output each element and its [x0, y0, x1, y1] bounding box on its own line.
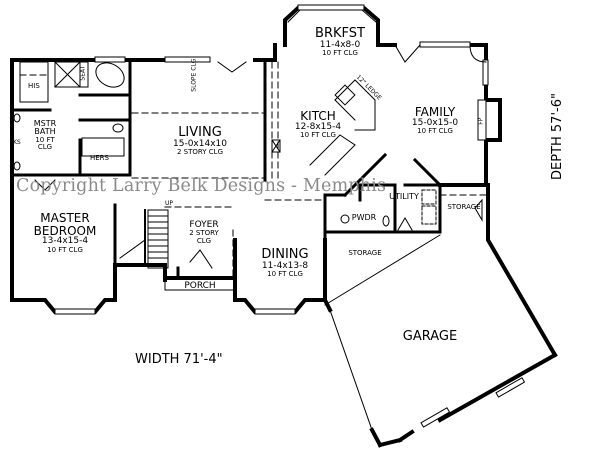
- room-storage-garage: STORAGE: [345, 249, 385, 257]
- bath-fixtures: [13, 61, 125, 171]
- room-ceiling: 10 FT CLG: [417, 127, 453, 136]
- room-ceiling-line2: CLG: [37, 143, 53, 152]
- slope-clg-label: SLOPE CLG: [190, 58, 198, 92]
- room-name: FOYER: [189, 220, 219, 230]
- room-utility: UTILITY: [386, 192, 422, 201]
- room-dining: DINING 11-4x13-8 10 FT CLG: [245, 248, 325, 278]
- doors: [34, 44, 487, 269]
- windows: [54, 4, 526, 428]
- room-name-line1: MSTR: [33, 119, 57, 128]
- room-ceiling-line2: CLG: [196, 236, 212, 245]
- room-name: PORCH: [184, 281, 216, 291]
- room-name: STORAGE: [447, 203, 481, 211]
- room-foyer: FOYER 2 STORY CLG: [182, 220, 226, 245]
- room-size: 12-8x15-4: [294, 121, 342, 132]
- stairs: [119, 209, 169, 269]
- room-name: KITCH: [300, 109, 336, 123]
- room-name: LIVING: [178, 125, 222, 140]
- slope-line1: SLOPE: [190, 72, 198, 92]
- room-name-line1: MASTER: [40, 211, 90, 225]
- ks-label: KS: [13, 139, 21, 146]
- room-ceiling-line1: 2 STORY: [189, 229, 219, 238]
- room-size: 13-4x15-4: [41, 236, 89, 247]
- room-ceiling: 10 FT CLG: [322, 49, 358, 58]
- room-name-line2: BATH: [34, 127, 56, 137]
- ceiling-lines: [19, 61, 487, 279]
- room-size: 15-0x14x10: [173, 138, 227, 149]
- room-ceiling-line1: 10 FT: [35, 135, 55, 144]
- room-name: STORAGE: [348, 249, 382, 257]
- room-garage: GARAGE: [395, 330, 465, 344]
- room-name: GARAGE: [402, 329, 458, 344]
- shower-seat-label: SEAT: [79, 65, 87, 81]
- room-name: BRKFST: [315, 26, 365, 41]
- room-storage-right: STORAGE: [443, 203, 485, 211]
- room-name: FAMILY: [414, 105, 456, 119]
- copyright-watermark: Copyright Larry Belk Designs - Memphis: [16, 176, 387, 196]
- closet-his-label: HIS: [28, 82, 40, 90]
- room-name: DINING: [261, 247, 309, 262]
- room-kitch: KITCH 12-8x15-4 10 FT CLG: [283, 110, 353, 139]
- room-ceiling: 10 FT CLG: [47, 245, 83, 254]
- room-size: 15-0x15-0: [411, 117, 459, 128]
- room-ceiling: 2 STORY CLG: [176, 148, 224, 157]
- room-pwdr: PWDR: [348, 213, 380, 222]
- closet-hers-label: HERS: [90, 154, 109, 162]
- room-porch: PORCH: [180, 281, 220, 291]
- kitchen-counters: [271, 79, 376, 176]
- room-family: FAMILY 15-0x15-0 10 FT CLG: [400, 106, 470, 135]
- room-name: PWDR: [351, 213, 377, 222]
- interior-walls: [10, 58, 443, 280]
- room-name-line2: BEDROOM: [33, 223, 97, 238]
- room-size: 11-4x13-8: [261, 260, 309, 271]
- fireplace-label: FP: [477, 117, 485, 125]
- width-dimension: WIDTH 71'-4": [135, 352, 223, 367]
- room-size: 11-4x8-0: [319, 39, 361, 50]
- stairs-up-label: UP: [165, 200, 174, 207]
- depth-dimension: DEPTH 57'-6": [550, 93, 565, 180]
- room-master-bedroom: MASTER BEDROOM 13-4x15-4 10 FT CLG: [20, 212, 110, 254]
- room-name: UTILITY: [389, 192, 419, 201]
- slope-line2: CLG: [190, 58, 198, 71]
- room-living: LIVING 15-0x14x10 2 STORY CLG: [160, 126, 240, 156]
- room-ceiling: 10 FT CLG: [267, 270, 303, 279]
- room-mstr-bath: MSTR BATH 10 FT CLG: [30, 119, 60, 152]
- room-ceiling: 10 FT CLG: [300, 131, 336, 140]
- room-brkfst: BRKFST 11-4x8-0 10 FT CLG: [300, 27, 380, 57]
